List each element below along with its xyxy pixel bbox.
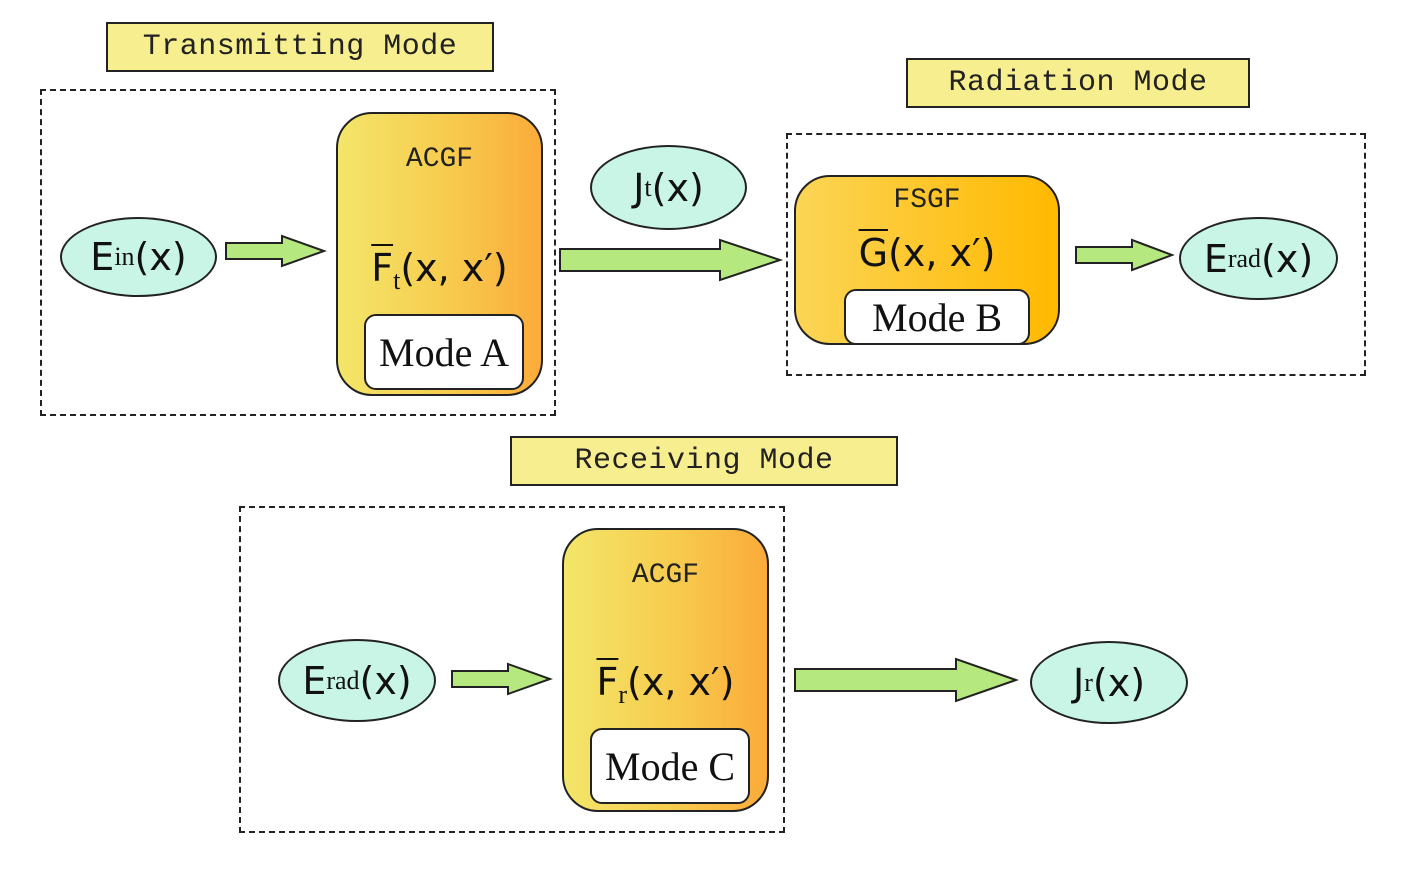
arrow-erad-to-acgf [451, 662, 553, 696]
arrow-acgf-to-jr [794, 657, 1020, 703]
radiation-frame [786, 133, 1366, 376]
acgf-receive-title: ACGF [631, 560, 700, 591]
receiving-mode-label: Receiving Mode [510, 436, 898, 486]
fsgf-operator: G(x, x′) [858, 231, 996, 275]
mode-c-box: Mode C [590, 728, 750, 804]
arrow-acgf-to-fsgf [559, 238, 784, 282]
receiving-frame [239, 506, 785, 833]
fsgf-block: FSGF G(x, x′) Mode B [794, 175, 1060, 345]
arrow-fsgf-to-erad [1075, 238, 1175, 272]
radiation-mode-label: Radiation Mode [906, 58, 1250, 108]
acgf-transmit-operator: Ft(x, x′) [371, 246, 508, 295]
transmitting-mode-label: Transmitting Mode [106, 22, 494, 72]
acgf-receive-operator: Fr(x, x′) [596, 660, 735, 709]
mode-a-box: Mode A [364, 314, 524, 390]
arrow-ein-to-acgf [225, 234, 327, 268]
mode-b-box: Mode B [844, 289, 1030, 345]
fsgf-title: FSGF [893, 185, 961, 216]
acgf-receive-block: ACGF Fr(x, x′) Mode C [562, 528, 769, 812]
acgf-transmit-title: ACGF [405, 144, 474, 175]
transmitting-frame [40, 89, 556, 416]
acgf-transmit-block: ACGF Ft(x, x′) Mode A [336, 112, 543, 396]
